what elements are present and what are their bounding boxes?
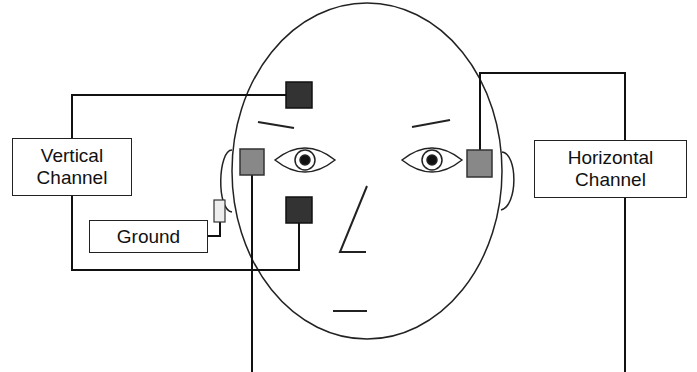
vertical-wire-bottom <box>72 190 299 270</box>
channel-label: Ground <box>117 226 180 248</box>
left-pupil <box>300 155 310 165</box>
right-eyebrow <box>412 120 450 127</box>
electrode-right-temple <box>467 150 492 177</box>
electrode-above-eye <box>286 82 312 108</box>
left-eyebrow <box>258 122 294 128</box>
channel-box: Horizontal Channel <box>534 140 687 198</box>
right-eye <box>402 148 462 172</box>
electrode-left-temple <box>240 149 264 175</box>
ground-electrode <box>214 200 225 222</box>
left-eye <box>275 148 335 172</box>
electrode-below-eye <box>286 197 312 223</box>
right-ear <box>501 152 514 210</box>
horizontal-wire-bottom <box>624 190 626 372</box>
left-iris <box>295 150 315 170</box>
right-pupil <box>427 155 437 165</box>
channel-label: Vertical Channel <box>13 145 131 189</box>
ground-box: Ground <box>89 220 208 253</box>
channel-box: Vertical Channel <box>12 138 132 196</box>
nose <box>340 186 367 252</box>
left-temple-wire <box>251 172 253 372</box>
head-outline <box>232 3 502 339</box>
channel-label: Horizontal Channel <box>535 147 686 191</box>
mouth <box>333 310 367 312</box>
right-iris <box>422 150 442 170</box>
